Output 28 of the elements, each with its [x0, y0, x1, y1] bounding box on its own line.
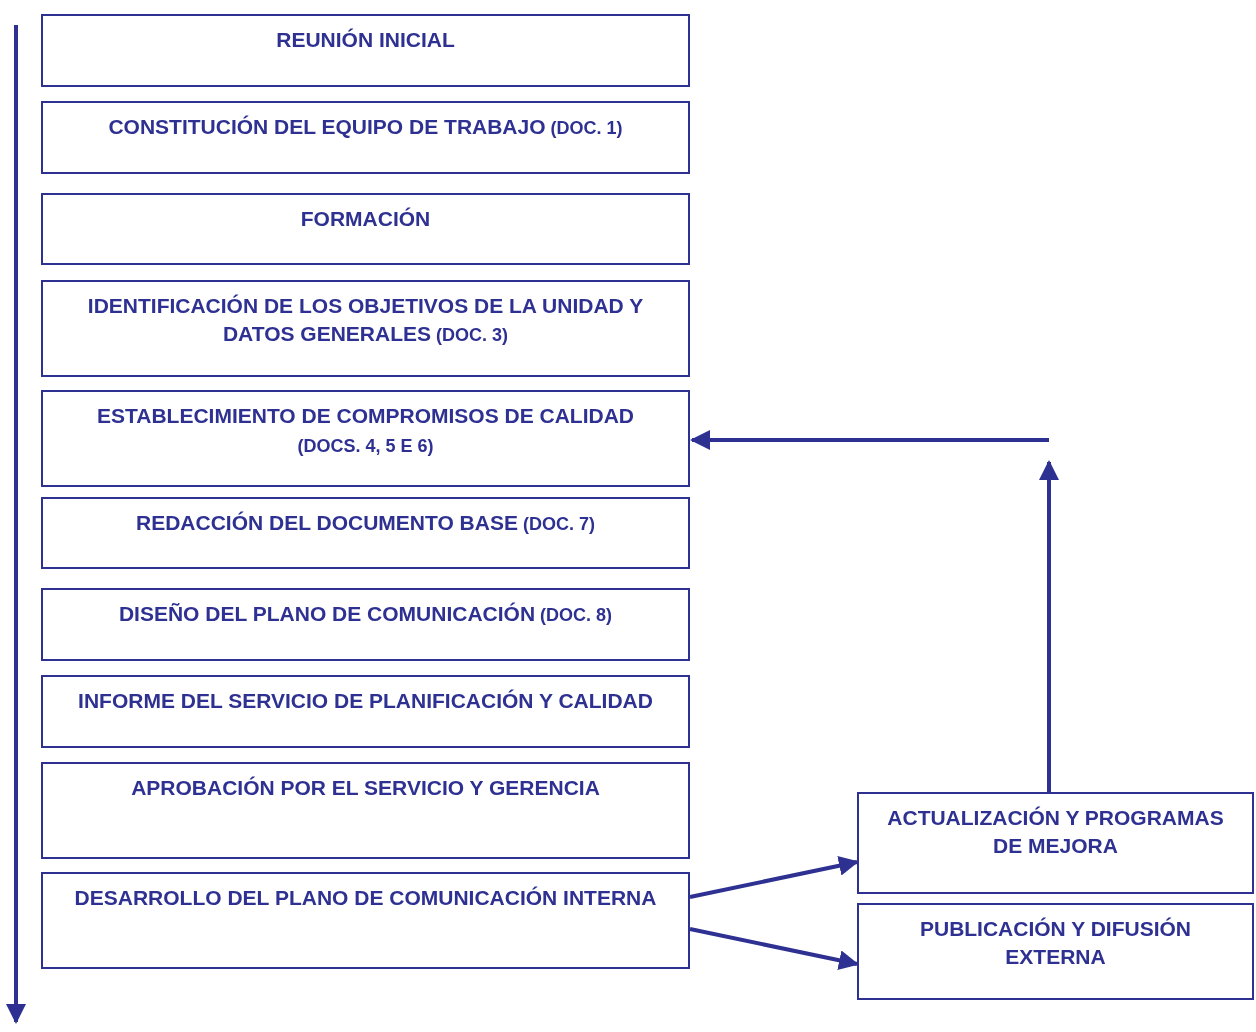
process-box	[41, 497, 690, 569]
arrow	[1039, 460, 1059, 792]
process-box	[41, 390, 690, 487]
process-box	[857, 903, 1254, 1000]
step-label: ESTABLECIMIENTO DE COMPROMISOS DE CALIDAD (DOCS. 4, 5 E 6)	[96, 404, 635, 456]
process-box	[41, 588, 690, 661]
step-label: FORMACIÓN	[300, 207, 431, 230]
arrow	[689, 927, 859, 971]
step-label: IDENTIFICACIÓN DE LOS OBJETIVOS DE LA UNIDAD Y DATOS GENERALES (DOC. 3)	[87, 294, 644, 345]
step-label: CONSTITUCIÓN DEL EQUIPO DE TRABAJO (DOC. 1)	[108, 115, 623, 138]
step-label: ACTUALIZACIÓN Y PROGRAMAS DE MEJORA	[887, 806, 1224, 857]
process-box	[41, 14, 690, 87]
arrow	[690, 430, 1049, 450]
process-box	[857, 792, 1254, 894]
step-label: REDACCIÓN DEL DOCUMENTO BASE (DOC. 7)	[136, 511, 595, 534]
step-label: DESARROLLO DEL PLANO DE COMUNICACIÓN INTERNA	[74, 886, 657, 909]
arrow	[689, 855, 859, 899]
process-box	[41, 101, 690, 174]
step-label: DISEÑO DEL PLANO DE COMUNICACIÓN (DOC. 8)	[118, 602, 613, 625]
step-label: APROBACIÓN POR EL SERVICIO Y GERENCIA	[131, 776, 600, 799]
step-label: PUBLICACIÓN Y DIFUSIÓN EXTERNA	[919, 917, 1192, 968]
process-box	[41, 675, 690, 748]
process-box	[41, 872, 690, 969]
process-box	[41, 280, 690, 377]
step-label: INFORME DEL SERVICIO DE PLANIFICACIÓN Y CALIDAD	[78, 689, 653, 712]
process-box	[41, 193, 690, 265]
process-box	[41, 762, 690, 859]
step-label: REUNIÓN INICIAL	[276, 28, 455, 51]
